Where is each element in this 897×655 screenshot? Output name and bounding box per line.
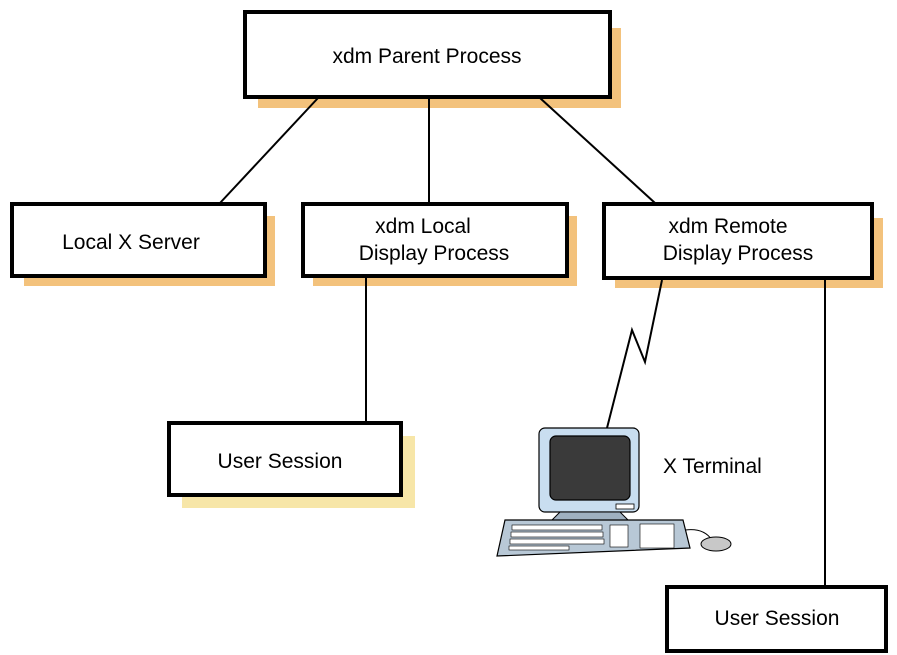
connector-remote-display-terminal-zigzag (606, 279, 663, 429)
node-remote-display-label-line1: xdm Remote (668, 215, 787, 238)
node-remote-session-label: User Session (715, 607, 840, 630)
node-parent: xdm Parent Process (243, 10, 612, 99)
connector-parent-local-server (219, 97, 319, 204)
keyboard-keys (508, 523, 675, 551)
node-local-session: User Session (167, 421, 403, 497)
node-remote-display: xdm Remote Display Process (602, 202, 874, 280)
node-local-display: xdm Local Display Process (301, 202, 569, 278)
node-local-display-label-line2: Display Process (359, 242, 510, 265)
connectors (219, 97, 826, 587)
x-terminal-label: X Terminal (663, 455, 762, 478)
node-remote-session: User Session (665, 585, 888, 653)
node-local-server-label: Local X Server (62, 231, 200, 254)
computer-terminal-icon (496, 427, 732, 557)
node-remote-display-label-line2: Display Process (663, 242, 814, 265)
node-local-display-label-line1: xdm Local (375, 215, 471, 238)
node-parent-label: xdm Parent Process (332, 45, 521, 68)
node-local-server: Local X Server (10, 202, 267, 278)
connector-parent-remote-display (539, 97, 656, 204)
node-local-session-label: User Session (218, 450, 343, 473)
